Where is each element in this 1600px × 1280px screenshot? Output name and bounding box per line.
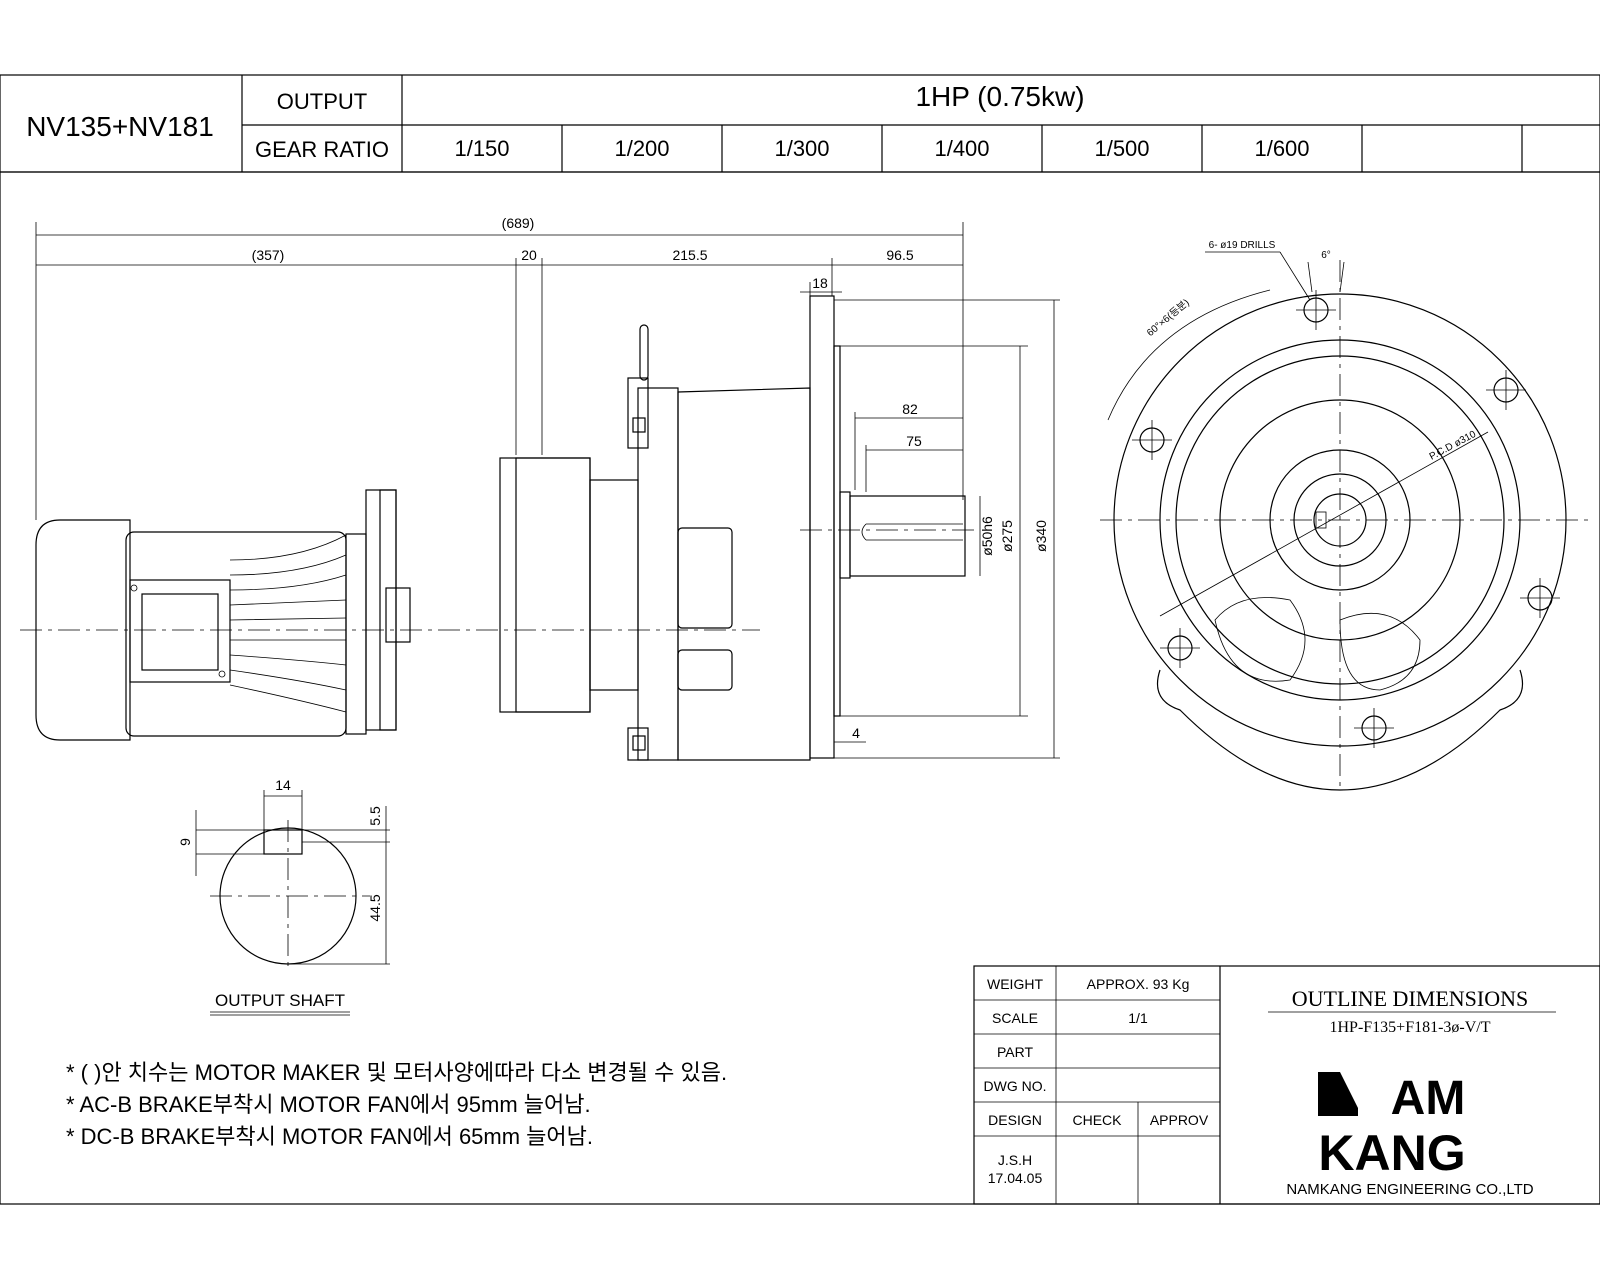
weight-label: WEIGHT: [987, 976, 1043, 992]
header-table: NV135+NV181 OUTPUT 1HP (0.75kw) GEAR RAT…: [0, 74, 1600, 173]
gear-ratio-3: 1/300: [774, 136, 829, 161]
gear-ratio-4: 1/400: [934, 136, 989, 161]
gear-ratio-label: GEAR RATIO: [255, 137, 389, 162]
front-view: P.C.D ø310 6- ø19 DRILLS 6° 60°×6(등분): [1100, 240, 1590, 791]
dim-275: ø275: [999, 520, 1015, 552]
design-label: DESIGN: [988, 1112, 1042, 1128]
dim-75: 75: [906, 433, 922, 449]
dim-key-depth: 5.5: [367, 806, 383, 826]
dim-angle-6: 6°: [1321, 250, 1331, 261]
note-2: * AC-B BRAKE부착시 MOTOR FAN에서 95mm 늘어남.: [66, 1092, 591, 1117]
output-shaft-view: 14 9 5.5 44.5 OUTPUT SHAFT: [177, 777, 390, 1016]
dim-82: 82: [902, 401, 918, 417]
gear-ratio-1: 1/150: [454, 136, 509, 161]
design-date: 17.04.05: [988, 1170, 1043, 1186]
logo-bottom: KANG: [1318, 1125, 1465, 1181]
scale-label: SCALE: [992, 1010, 1038, 1026]
weight-value: APPROX. 93 Kg: [1087, 976, 1190, 992]
dim-4: 4: [852, 725, 860, 741]
dim-96: 96.5: [886, 247, 913, 263]
dim-18: 18: [812, 275, 828, 291]
note-1: * ( )안 치수는 MOTOR MAKER 및 모터사양에따라 다소 변경될 …: [66, 1060, 727, 1085]
output-label: OUTPUT: [277, 89, 367, 114]
company-name: NAMKANG ENGINEERING CO.,LTD: [1286, 1181, 1533, 1198]
output-shaft-title: OUTPUT SHAFT: [215, 991, 345, 1010]
dim-drills: 6- ø19 DRILLS: [1209, 240, 1276, 251]
output-value: 1HP (0.75kw): [915, 81, 1084, 112]
sheet-frame: [0, 171, 1600, 1205]
notes: * ( )안 치수는 MOTOR MAKER 및 모터사양에따라 다소 변경될 …: [66, 1060, 727, 1149]
title-block: WEIGHT APPROX. 93 Kg SCALE 1/1 PART DWG …: [973, 965, 1600, 1205]
drawing-code: 1HP-F135+F181-3ø-V/T: [1329, 1019, 1490, 1036]
namkang-logo: AM KANG: [1318, 1072, 1466, 1181]
side-view: (689) (357) 20 215.5 96.5 18: [20, 215, 1060, 761]
dim-215: 215.5: [672, 247, 707, 263]
gear-ratio-2: 1/200: [614, 136, 669, 161]
drawing-title: OUTLINE DIMENSIONS: [1292, 986, 1528, 1011]
dim-20: 20: [521, 247, 537, 263]
dim-pcd: P.C.D ø310: [1428, 429, 1479, 463]
note-3: * DC-B BRAKE부착시 MOTOR FAN에서 65mm 늘어남.: [66, 1124, 593, 1149]
designer-name: J.S.H: [998, 1152, 1032, 1168]
dim-overall: (689): [502, 215, 535, 231]
dim-shaft-half: 44.5: [367, 894, 383, 921]
model-name: NV135+NV181: [26, 111, 214, 142]
logo-top: AM: [1391, 1072, 1466, 1125]
dim-key-width: 14: [275, 777, 291, 793]
dim-motor: (357): [252, 247, 285, 263]
dwg-no-label: DWG NO.: [984, 1078, 1047, 1094]
dim-340: ø340: [1033, 520, 1049, 552]
approv-label: APPROV: [1150, 1112, 1209, 1128]
dim-key-height: 9: [177, 838, 193, 846]
check-label: CHECK: [1072, 1112, 1122, 1128]
gear-ratio-5: 1/500: [1094, 136, 1149, 161]
gear-ratio-6: 1/600: [1254, 136, 1309, 161]
dim-shaft-dia: ø50h6: [979, 516, 995, 556]
scale-value: 1/1: [1128, 1010, 1148, 1026]
dim-angle-60: 60°×6(등분): [1144, 297, 1191, 339]
part-label: PART: [997, 1044, 1033, 1060]
